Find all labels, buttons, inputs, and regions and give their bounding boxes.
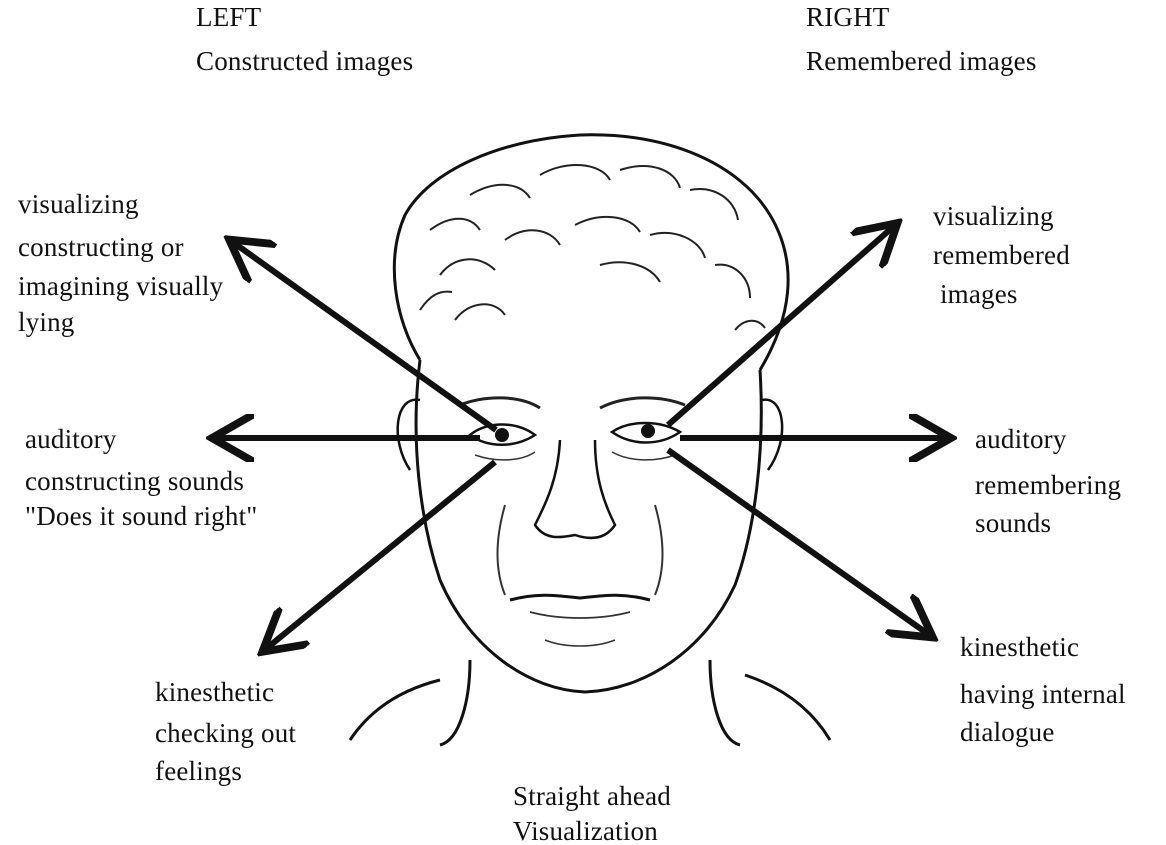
upper-left-label-2: constructing or — [18, 228, 184, 266]
lower-right-label-2: having internal — [960, 675, 1126, 713]
lower-left-label-3: feelings — [155, 752, 242, 790]
header-right-caption: Remembered images — [806, 42, 1037, 80]
mid-right-label-2: remembering — [975, 466, 1121, 504]
upper-left-label-3: imagining visually — [18, 267, 223, 305]
upper-right-label-2: remembered — [933, 236, 1070, 274]
lower-left-label-1: kinesthetic — [155, 673, 274, 711]
upper-right-label-3: images — [933, 275, 1018, 313]
lower-right-label-1: kinesthetic — [960, 628, 1079, 666]
right-ear — [762, 400, 782, 470]
mid-right-label-3: sounds — [975, 504, 1051, 542]
bottom-label-1: Straight ahead — [513, 777, 671, 815]
bottom-label-2: Visualization — [513, 812, 658, 845]
left-brow — [460, 398, 540, 408]
header-left-caption: Constructed images — [196, 42, 413, 80]
upper-left-label-1: visualizing — [18, 185, 139, 223]
lower-left-label-2: checking out — [155, 714, 296, 752]
lower-right-label-3: dialogue — [960, 713, 1055, 751]
mid-left-label-2: constructing sounds — [25, 462, 244, 500]
header-right-side: RIGHT — [806, 0, 890, 36]
neck-shoulders — [350, 660, 830, 745]
mid-left-label-1: auditory — [25, 420, 117, 458]
arrow-upper-right — [668, 227, 893, 425]
upper-right-label-1: visualizing — [933, 197, 1054, 235]
eye-arrows — [218, 227, 945, 648]
hair-texture — [420, 165, 765, 330]
arrow-lower-right — [668, 450, 928, 634]
nose — [535, 440, 615, 538]
mouth — [510, 595, 650, 600]
header-left-side: LEFT — [196, 0, 261, 36]
mid-right-label-1: auditory — [975, 420, 1067, 458]
mid-left-label-3: "Does it sound right" — [25, 497, 258, 535]
arrow-upper-left — [234, 243, 496, 430]
left-eye — [470, 424, 535, 444]
right-brow — [600, 398, 685, 408]
hair-outline — [394, 135, 788, 370]
upper-left-label-4: lying — [18, 303, 75, 341]
